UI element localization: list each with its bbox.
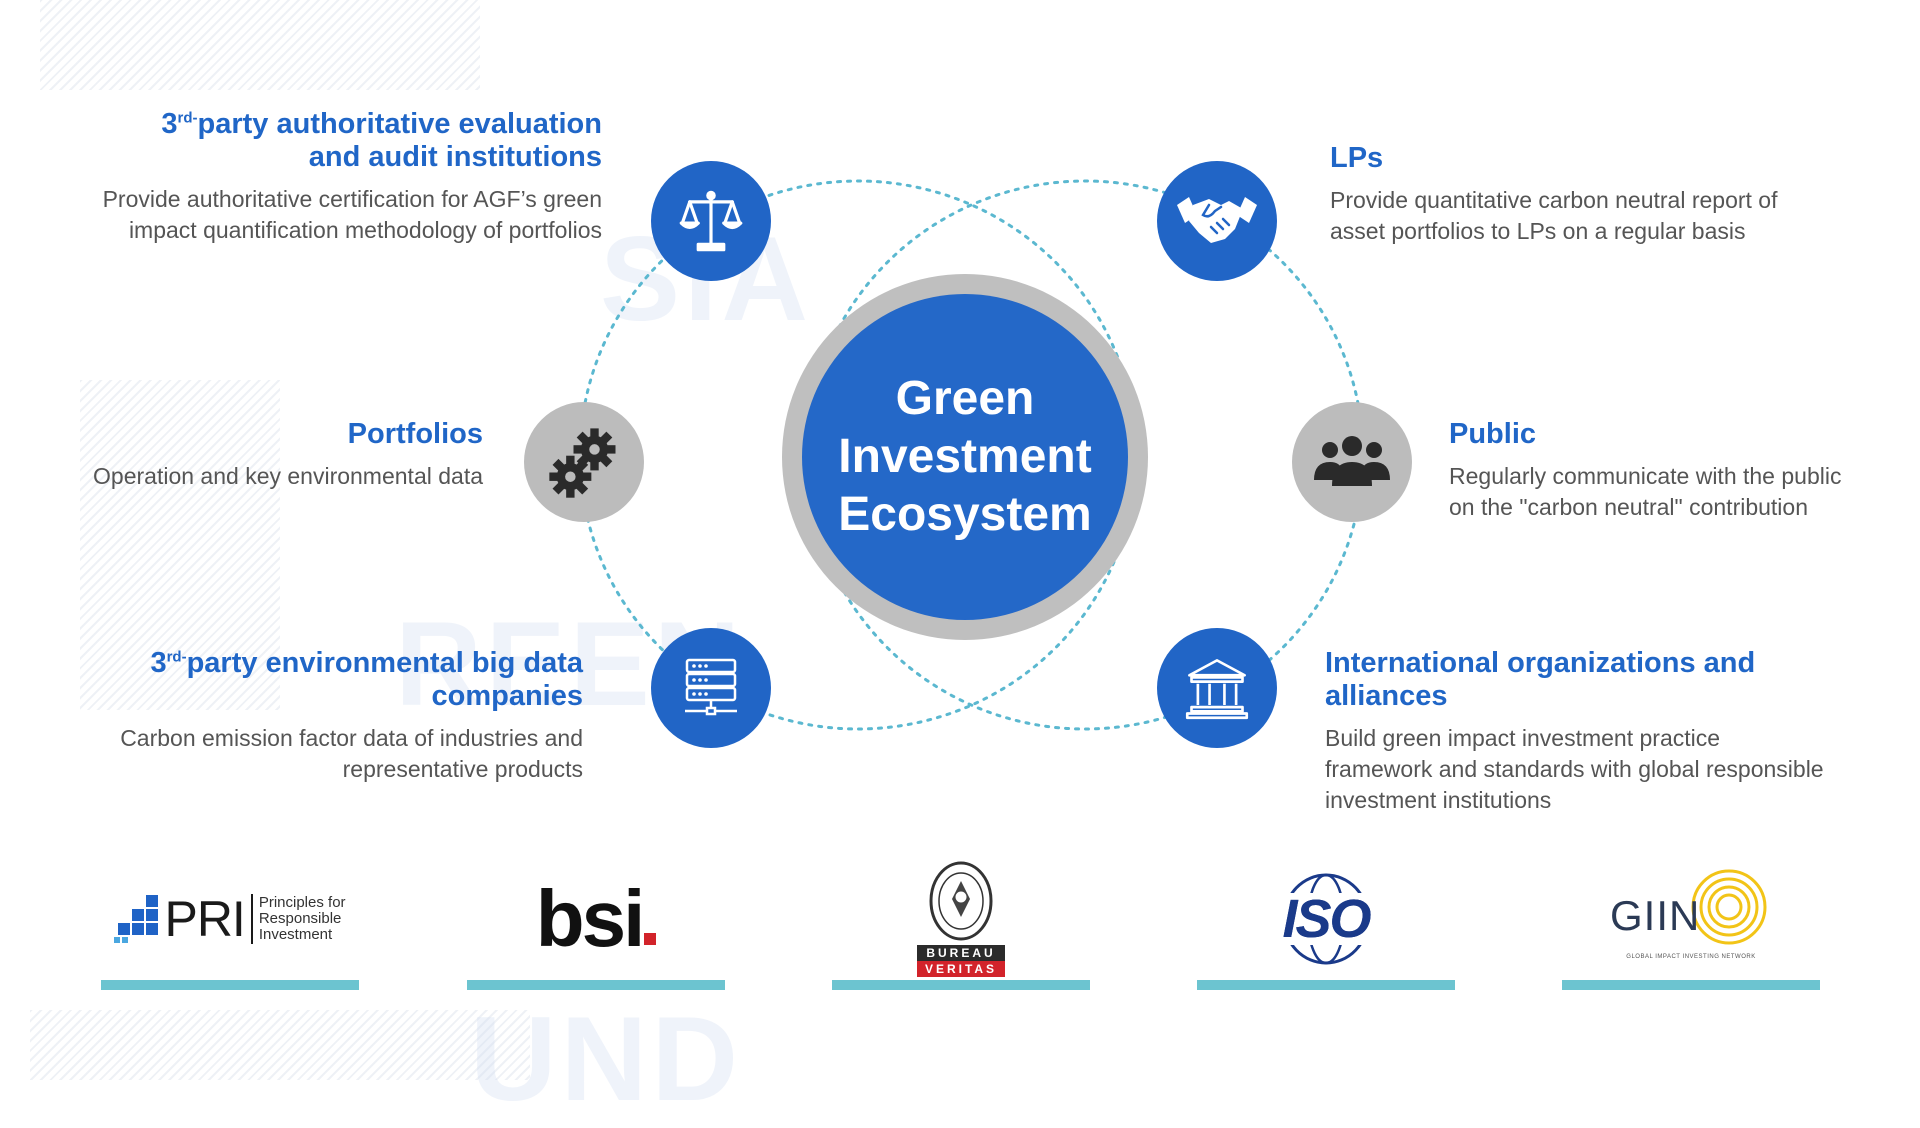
giin-logo-slot: GIIN GLOBAL IMPACT INVESTING NETWORK (1562, 860, 1820, 990)
bureau-veritas-seal-icon (929, 861, 993, 941)
giin-underline (1562, 980, 1820, 990)
pri-underline (101, 980, 359, 990)
bsi-mark: bsi (535, 874, 646, 963)
bigdata-title: 3rd-party environmental big data compani… (150, 647, 583, 712)
lps-block: LPs Provide quantitative carbon neutral … (1330, 142, 1778, 247)
institution-icon (1185, 659, 1249, 720)
bsi-underline (467, 980, 725, 990)
bsi-logo-slot: bsi (467, 860, 725, 990)
lps-title: LPs (1330, 142, 1384, 174)
scales-icon (679, 190, 743, 252)
center-hub: Green Investment Ecosystem (782, 274, 1148, 640)
bureau-veritas-logo-slot: BUREAU VERITAS (832, 860, 1090, 990)
giin-tagline: GLOBAL IMPACT INVESTING NETWORK (1626, 954, 1756, 960)
center-hub-inner: Green Investment Ecosystem (802, 294, 1128, 620)
portfolios-title: Portfolios (347, 418, 483, 450)
portfolios-block: Portfolios Operation and key environment… (93, 418, 483, 492)
audit-node (651, 161, 771, 281)
center-title-line1: Green (895, 372, 1035, 425)
lps-description: Provide quantitative carbon neutral repo… (1330, 187, 1778, 244)
center-title-line2: Investment (838, 430, 1092, 483)
lps-node (1157, 161, 1277, 281)
intl-node (1157, 628, 1277, 748)
portfolios-node (524, 402, 644, 522)
intl-block: International organizations and alliance… (1325, 647, 1824, 816)
public-node (1292, 402, 1412, 522)
giin-logo-mark: GIIN (1606, 869, 1776, 948)
pri-logo-slot: PRI Principles for Responsible Investmen… (101, 860, 359, 990)
public-block: Public Regularly communicate with the pu… (1449, 418, 1841, 523)
gears-icon (549, 428, 616, 498)
pri-logo: PRI Principles for Responsible Investmen… (101, 860, 359, 978)
pri-squares-icon (114, 895, 159, 943)
iso-underline (1197, 980, 1455, 990)
bigdata-description: Carbon emission factor data of industrie… (120, 725, 583, 782)
pri-divider (250, 894, 253, 944)
portfolios-description: Operation and key environmental data (93, 463, 483, 489)
intl-description: Build green impact investment practice f… (1325, 725, 1824, 813)
bureau-veritas-logo: BUREAU VERITAS (832, 860, 1090, 978)
people-group-icon (1314, 436, 1390, 486)
center-title-line3: Ecosystem (838, 488, 1092, 541)
bureau-veritas-underline (832, 980, 1090, 990)
giin-logo: GIIN GLOBAL IMPACT INVESTING NETWORK (1562, 860, 1820, 978)
bsi-logo: bsi (467, 860, 725, 978)
server-network-icon (685, 658, 737, 716)
handshake-icon (1177, 197, 1257, 243)
giin-rings-icon (1691, 869, 1767, 945)
iso-logo-slot: ISO (1197, 860, 1455, 990)
audit-block: 3rd-party authoritative evaluation and a… (103, 108, 602, 246)
pri-mark: PRI (164, 891, 245, 947)
bigdata-block: 3rd-party environmental big data compani… (120, 647, 583, 785)
audit-description: Provide authoritative certification for … (102, 186, 602, 243)
bsi-red-dot (644, 933, 657, 945)
audit-title: 3rd-party authoritative evaluation and a… (161, 108, 602, 173)
bigdata-node (651, 628, 771, 748)
bureau-veritas-band-bottom: VERITAS (917, 961, 1005, 977)
iso-mark: ISO (1278, 892, 1374, 946)
intl-title: International organizations and alliance… (1325, 647, 1756, 712)
iso-logo: ISO (1197, 860, 1455, 978)
public-description: Regularly communicate with the public on… (1449, 463, 1842, 520)
public-title: Public (1449, 418, 1537, 450)
bureau-veritas-band-top: BUREAU (917, 945, 1005, 961)
pri-tagline: Principles for Responsible Investment (258, 894, 346, 943)
giin-mark: GIIN (1610, 892, 1701, 939)
